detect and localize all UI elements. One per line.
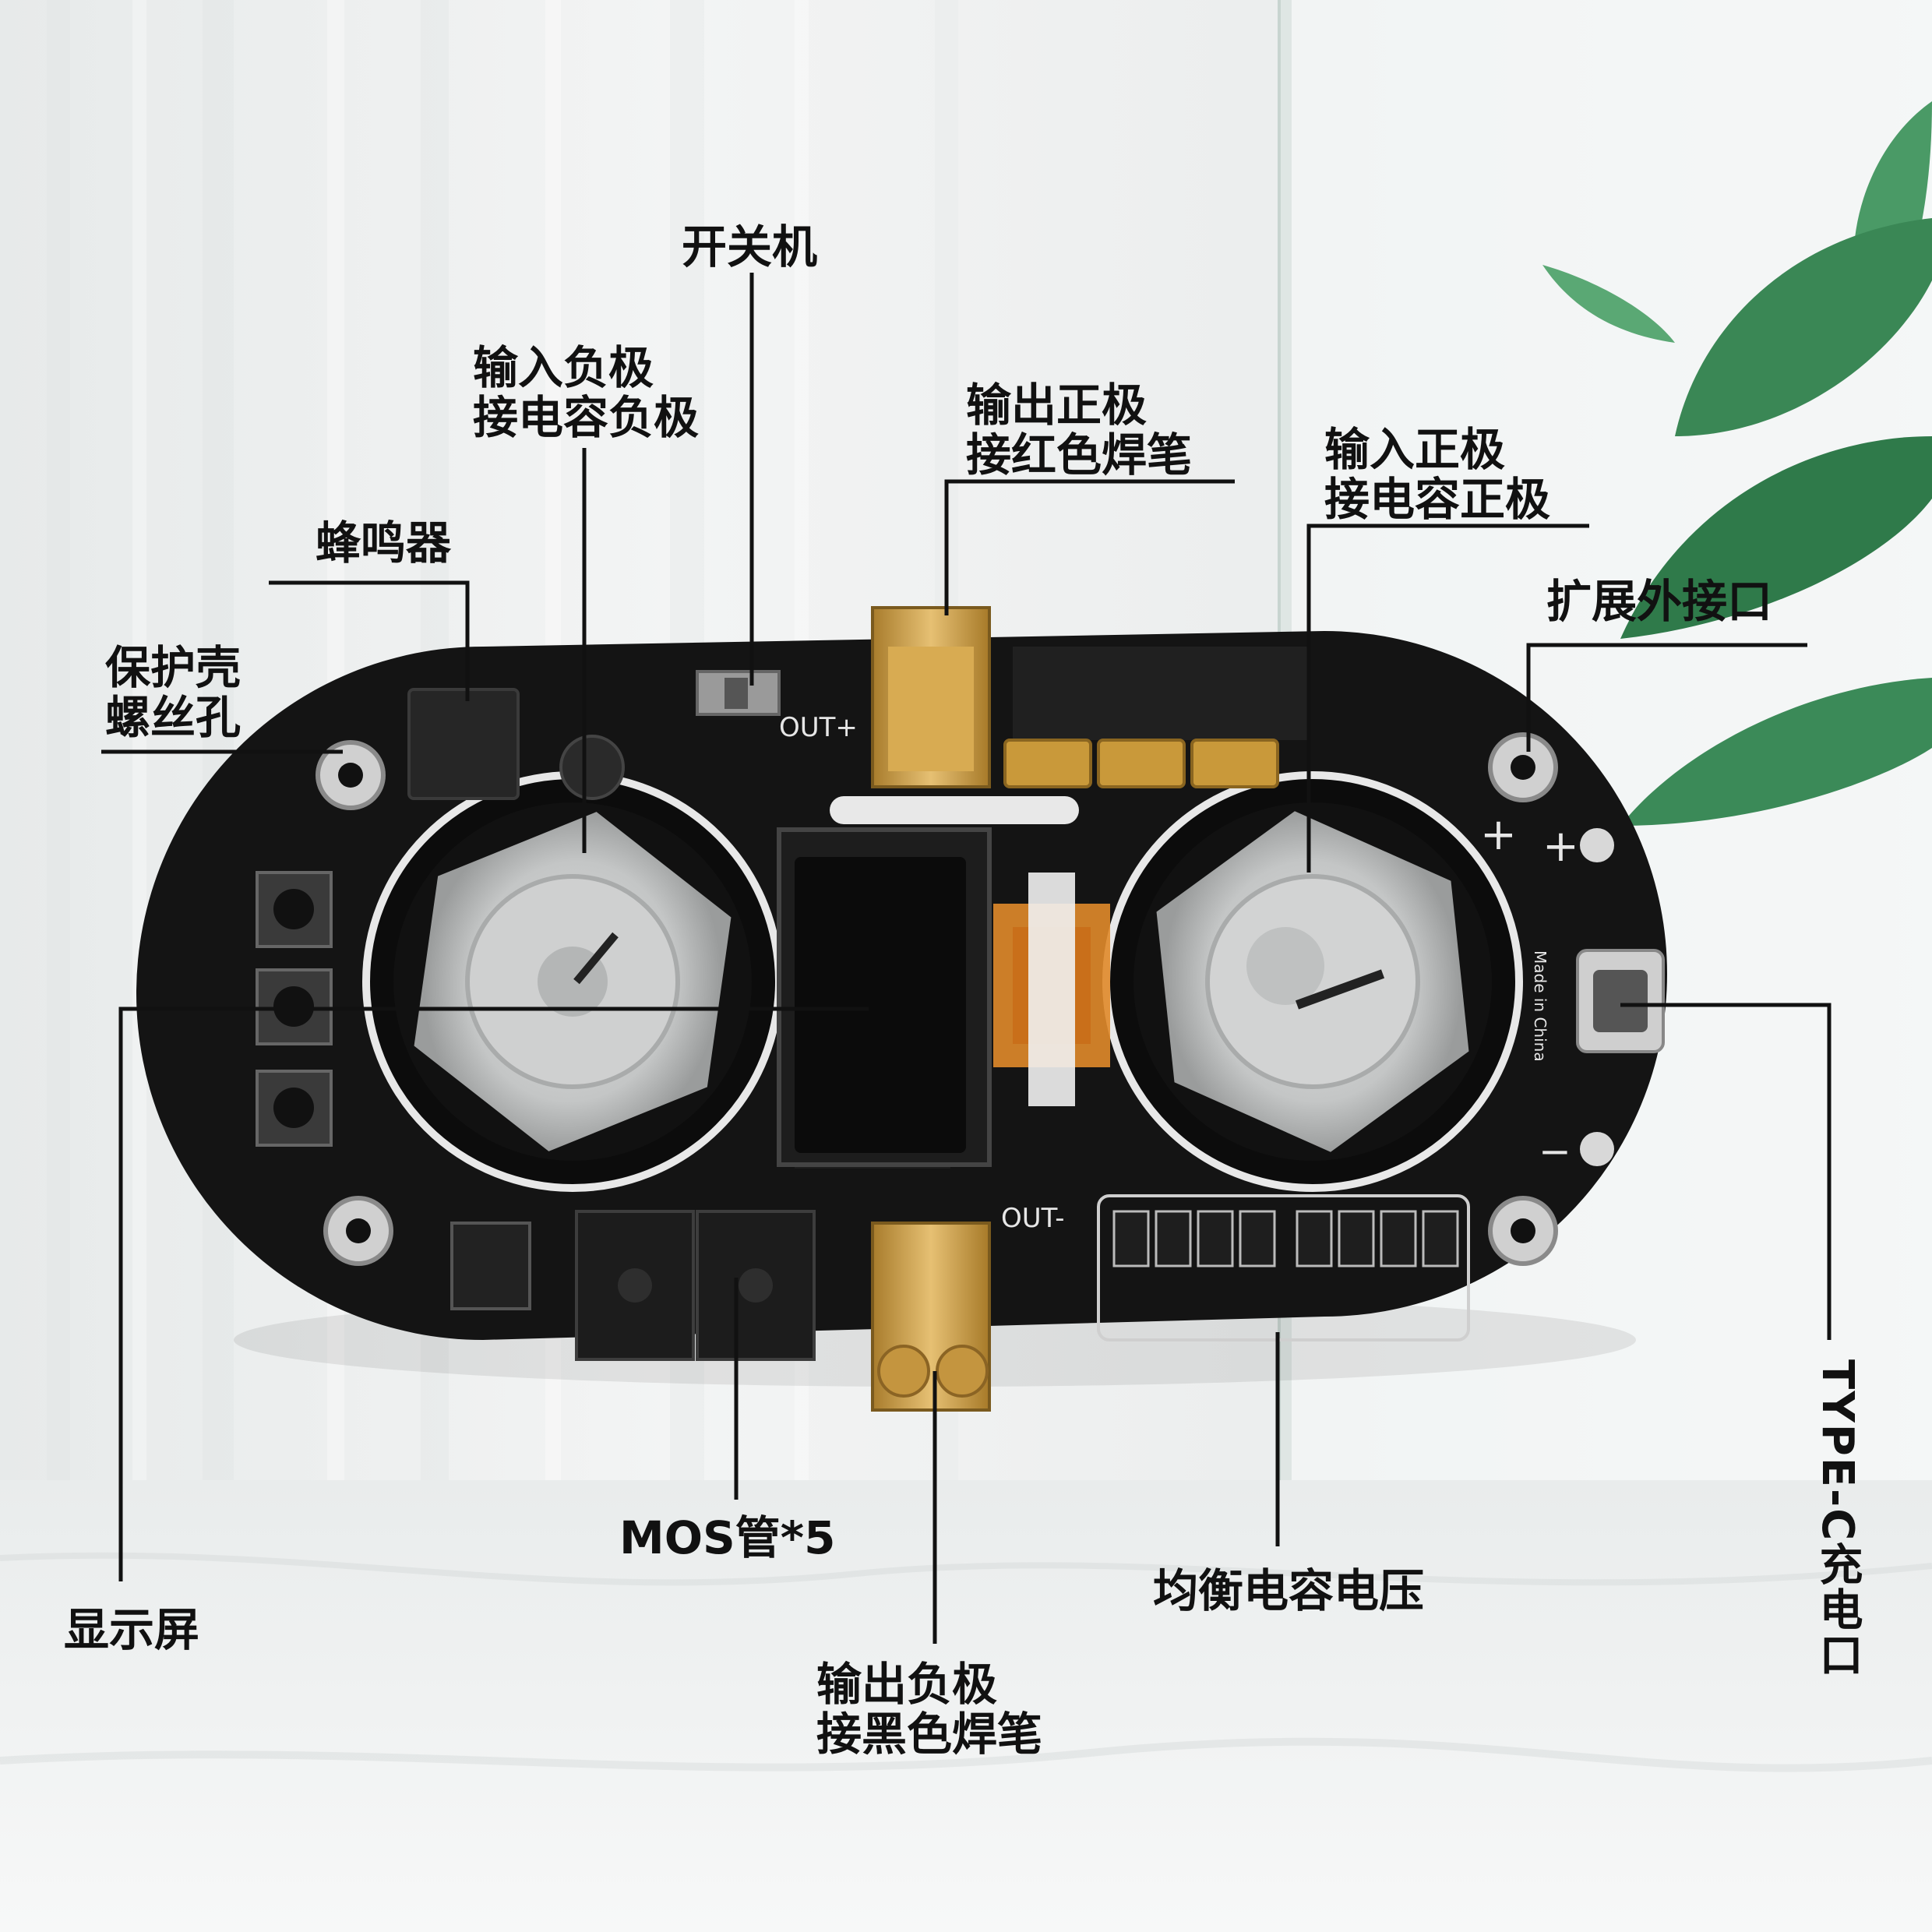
label-input-positive: 输入正极 接电容正极 xyxy=(1324,425,1550,524)
out-minus-silkscreen: OUT- xyxy=(1001,1203,1065,1234)
plus-sign-2: + xyxy=(1542,821,1579,872)
label-screw-hole: 保护壳 螺丝孔 xyxy=(105,643,241,742)
label-mosfet-text: MOS管*5 xyxy=(619,1511,836,1564)
label-mosfet: MOS管*5 xyxy=(619,1513,835,1563)
label-output-positive-line1: 输出正极 xyxy=(966,379,1148,432)
label-power-switch-text: 开关机 xyxy=(682,220,818,273)
label-output-positive-line2: 接红色焊笔 xyxy=(966,428,1193,481)
label-expansion-port: 扩展外接口 xyxy=(1546,576,1772,626)
label-output-positive: 输出正极 接红色焊笔 xyxy=(966,380,1192,480)
out-plus-silkscreen: OUT+ xyxy=(779,712,858,743)
pcb-board: OUT+ OUT- + + − Made in China xyxy=(136,606,1667,1412)
label-screw-hole-line1: 保护壳 xyxy=(105,641,242,694)
label-expansion-port-text: 扩展外接口 xyxy=(1546,575,1773,628)
label-input-negative-line1: 输入负极 xyxy=(473,341,654,394)
label-output-negative: 输出负极 接黑色焊笔 xyxy=(816,1659,1042,1759)
label-buzzer-text: 蜂鸣器 xyxy=(316,516,452,569)
made-in-china-silkscreen: Made in China xyxy=(1531,950,1549,1062)
label-buzzer: 蜂鸣器 xyxy=(316,518,451,568)
label-power-switch: 开关机 xyxy=(682,222,817,272)
plus-sign-1: + xyxy=(1480,809,1517,860)
label-balance-voltage: 均衡电容电压 xyxy=(1153,1566,1424,1616)
label-typec-port: TYPE-C充电口 xyxy=(1812,1359,1863,1678)
callout-lines xyxy=(101,273,1832,1644)
minus-sign: − xyxy=(1539,1129,1571,1174)
plant-leaves xyxy=(1542,101,1932,826)
label-balance-voltage-text: 均衡电容电压 xyxy=(1153,1564,1425,1617)
label-display: 显示屏 xyxy=(64,1605,199,1655)
label-input-negative: 输入负极 接电容负极 xyxy=(473,343,699,442)
label-input-positive-line1: 输入正极 xyxy=(1324,423,1506,476)
label-input-negative-line2: 接电容负极 xyxy=(473,391,700,444)
label-screw-hole-line2: 螺丝孔 xyxy=(105,691,242,744)
label-output-negative-line2: 接黑色焊笔 xyxy=(816,1708,1043,1761)
label-output-negative-line1: 输出负极 xyxy=(816,1658,998,1711)
label-input-positive-line2: 接电容正极 xyxy=(1324,473,1551,526)
label-display-text: 显示屏 xyxy=(64,1603,200,1656)
